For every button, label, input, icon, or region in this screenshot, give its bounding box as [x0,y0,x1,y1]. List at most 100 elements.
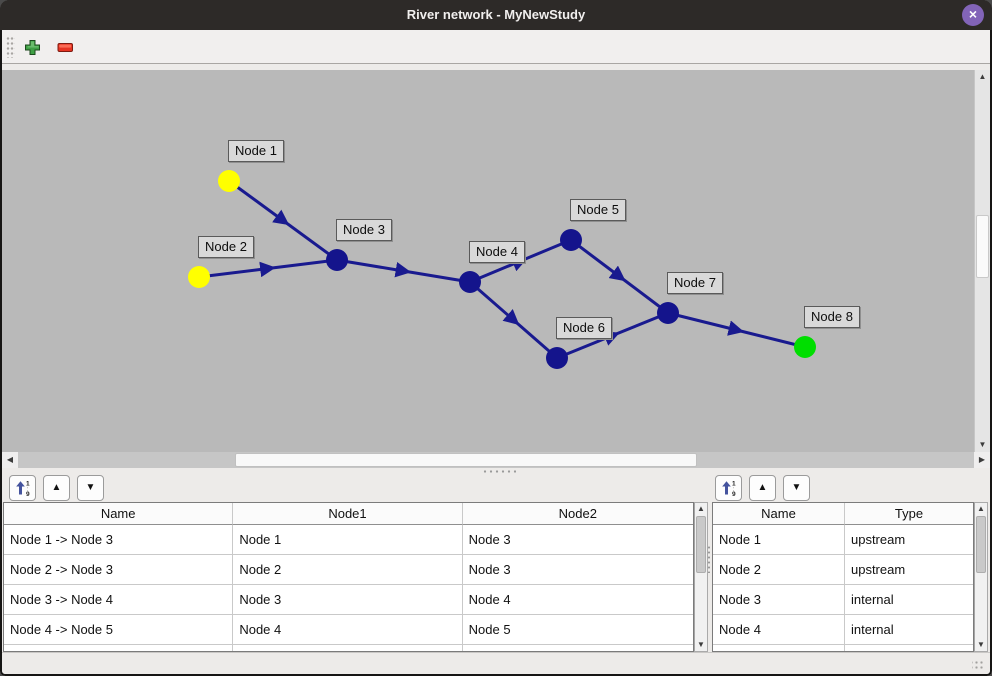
scroll-up-icon[interactable]: ▲ [697,504,705,513]
panel-splitter[interactable] [2,468,990,475]
toolbar-drag-handle[interactable] [6,36,15,58]
sort-ascending-icon: 1 : 9 [721,481,736,497]
remove-button[interactable] [54,37,76,57]
table-row[interactable] [4,645,693,651]
table-row[interactable] [713,645,973,651]
network-node[interactable] [326,249,348,271]
node-label[interactable]: Node 3 [336,219,392,241]
move-down-button[interactable]: ▼ [783,475,810,501]
network-edge[interactable] [198,258,338,279]
table-cell[interactable]: Node 3 [462,525,693,555]
network-edge[interactable] [570,238,669,315]
sort-nodes-button[interactable]: 1 : 9 [715,475,742,501]
scroll-up-icon[interactable]: ▲ [978,72,987,81]
column-header[interactable]: Node1 [233,503,463,525]
table-cell[interactable]: Node 4 [713,615,845,645]
table-cell[interactable]: Node 5 [462,615,693,645]
edges-table-scroll-thumb[interactable] [696,516,706,573]
column-header[interactable]: Name [4,503,234,525]
node-label[interactable]: Node 8 [804,306,860,328]
scroll-up-icon[interactable]: ▲ [977,504,985,513]
nodes-table-vscrollbar[interactable]: ▲ ▼ [974,502,988,652]
node-label[interactable]: Node 7 [667,272,723,294]
close-icon: × [968,6,978,22]
move-up-button[interactable]: ▲ [749,475,776,501]
network-canvas[interactable]: Node 1 Node 2 Node 3 Node 4 Node 5 Node 6 Node… [2,70,974,452]
table-cell[interactable] [845,645,973,651]
network-hscroll-thumb[interactable] [235,453,697,467]
column-header[interactable]: Type [844,503,973,525]
add-button[interactable] [21,37,43,57]
network-hscrollbar[interactable]: ◀ ▶ [2,452,990,468]
table-cell[interactable] [463,645,693,651]
table-cell[interactable]: Node 1 [713,525,845,555]
table-cell[interactable]: upstream [844,555,973,585]
table-cell[interactable]: internal [844,585,973,615]
network-edge[interactable] [556,311,669,360]
tables-splitter-handle[interactable] [707,545,711,573]
sort-edges-button[interactable]: 1 : 9 [9,475,36,501]
svg-text:1: 1 [732,481,736,488]
column-header[interactable]: Node2 [462,503,693,525]
table-cell[interactable] [233,645,463,651]
table-cell[interactable]: Node 3 [233,585,463,615]
network-node[interactable] [657,302,679,324]
table-cell[interactable]: Node 3 [462,555,693,585]
network-edge[interactable] [667,311,806,349]
network-edge[interactable] [469,280,558,360]
table-cell[interactable]: Node 4 [462,585,693,615]
scroll-right-icon[interactable]: ▶ [978,455,986,464]
network-edge[interactable] [336,258,471,284]
edges-table-vscrollbar[interactable]: ▲ ▼ [694,502,708,652]
close-button[interactable]: × [962,4,984,26]
scroll-down-icon[interactable]: ▼ [978,440,987,449]
table-cell[interactable]: Node 3 [713,585,845,615]
scroll-down-icon[interactable]: ▼ [977,640,985,649]
resize-grip[interactable] [972,660,984,670]
table-cell[interactable]: Node 1 [233,525,463,555]
move-up-button[interactable]: ▲ [43,475,70,501]
network-node[interactable] [546,347,568,369]
up-arrow-icon: ▲ [51,482,62,493]
node-label[interactable]: Node 6 [556,317,612,339]
node-label[interactable]: Node 2 [198,236,254,258]
table-cell[interactable]: Node 1 -> Node 3 [4,525,234,555]
column-header[interactable]: Name [713,503,845,525]
node-label[interactable]: Node 5 [570,199,626,221]
nodes-table-controls: 1 : 9 ▲ ▼ [715,475,810,501]
network-node[interactable] [560,229,582,251]
node-label[interactable]: Node 1 [228,140,284,162]
nodes-table-scroll-thumb[interactable] [976,516,986,573]
network-edge[interactable] [228,179,338,262]
table-cell[interactable]: Node 2 [233,555,463,585]
table-cell[interactable]: Node 3 -> Node 4 [4,585,234,615]
table-cell[interactable]: Node 4 -> Node 5 [4,615,234,645]
move-down-button[interactable]: ▼ [77,475,104,501]
table-cell[interactable]: Node 2 [713,555,845,585]
table-cell[interactable]: internal [844,615,973,645]
network-node[interactable] [218,170,240,192]
network-node[interactable] [794,336,816,358]
table-cell[interactable] [4,645,234,651]
network-node[interactable] [188,266,210,288]
scroll-left-icon[interactable]: ◀ [6,455,14,464]
table-cell[interactable]: Node 4 [233,615,463,645]
node-label[interactable]: Node 4 [469,241,525,263]
network-vscrollbar[interactable]: ▲ ▼ [974,70,990,452]
network-vscroll-thumb[interactable] [976,215,989,278]
table-cell[interactable] [713,645,845,651]
table-cell[interactable]: upstream [844,525,973,555]
network-node[interactable] [459,271,481,293]
down-arrow-icon: ▼ [791,482,802,493]
scroll-down-icon[interactable]: ▼ [697,640,705,649]
table-cell[interactable]: Node 2 -> Node 3 [4,555,234,585]
